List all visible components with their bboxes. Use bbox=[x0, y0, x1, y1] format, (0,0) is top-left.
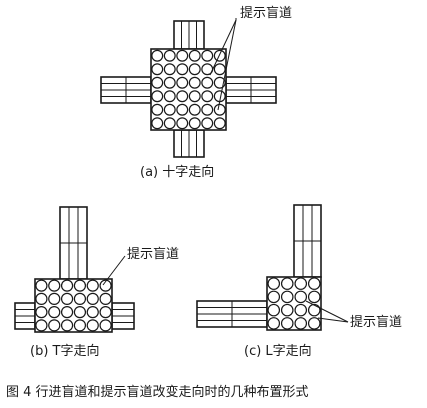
warning-dot bbox=[201, 76, 214, 89]
warning-dot bbox=[163, 49, 176, 62]
warning-dot bbox=[188, 90, 201, 103]
warning-dot bbox=[151, 117, 164, 130]
warning-dot bbox=[188, 117, 201, 130]
warning-dot bbox=[48, 319, 61, 332]
annotation-label-b: 提示盲道 bbox=[127, 246, 179, 262]
annotation-label-a: 提示盲道 bbox=[240, 5, 292, 21]
figure-caption: 图 4 行进盲道和提示盲道改变走向时的几种布置形式 bbox=[6, 384, 309, 400]
warning-dot bbox=[213, 117, 226, 130]
guide-strip-left-arm bbox=[100, 76, 152, 104]
warning-dot bbox=[176, 103, 189, 116]
guide-strip-c-horizontal bbox=[196, 300, 268, 328]
guide-strip-bottom-arm bbox=[173, 129, 205, 158]
warning-dot bbox=[163, 63, 176, 76]
warning-dot bbox=[60, 306, 74, 319]
guide-strip-right-arm bbox=[225, 76, 277, 104]
warning-tile-b bbox=[34, 278, 113, 333]
warning-dot bbox=[294, 317, 308, 330]
warning-dot bbox=[73, 279, 87, 292]
warning-dot bbox=[294, 303, 308, 317]
warning-dot bbox=[280, 303, 294, 317]
warning-dot bbox=[73, 306, 87, 319]
warning-dot bbox=[201, 90, 214, 103]
warning-dot bbox=[60, 292, 74, 305]
warning-dot bbox=[176, 90, 189, 103]
warning-dot bbox=[201, 103, 214, 116]
warning-dot bbox=[280, 277, 294, 290]
warning-dot bbox=[86, 292, 99, 305]
diagram-t-shape: 提示盲道 (b) T字走向 bbox=[14, 206, 179, 359]
warning-dot bbox=[267, 317, 281, 330]
warning-dot bbox=[267, 277, 281, 290]
warning-dot bbox=[99, 279, 112, 292]
warning-dot bbox=[188, 76, 201, 89]
warning-dot bbox=[99, 319, 112, 332]
warning-dot bbox=[213, 49, 226, 62]
annotation-c: 提示盲道 bbox=[305, 300, 402, 330]
warning-dot bbox=[99, 306, 112, 319]
warning-dot bbox=[151, 90, 164, 103]
warning-dot bbox=[176, 117, 189, 130]
warning-dot bbox=[201, 117, 214, 130]
warning-dot bbox=[201, 49, 214, 62]
warning-dot bbox=[151, 103, 164, 116]
warning-dot bbox=[73, 319, 87, 332]
warning-dot bbox=[294, 277, 308, 290]
warning-dot bbox=[267, 290, 281, 304]
warning-dot bbox=[307, 290, 321, 304]
warning-dot bbox=[188, 103, 201, 116]
warning-dot bbox=[86, 306, 99, 319]
annotation-label-c: 提示盲道 bbox=[350, 314, 402, 330]
warning-dot bbox=[213, 63, 226, 76]
warning-dot bbox=[176, 49, 189, 62]
guide-strip-b-left bbox=[14, 302, 36, 330]
warning-dot bbox=[48, 292, 61, 305]
warning-dot bbox=[99, 292, 112, 305]
guide-strip-b-vertical bbox=[59, 206, 88, 280]
warning-dot bbox=[188, 49, 201, 62]
warning-dot bbox=[35, 319, 48, 332]
warning-dot bbox=[163, 103, 176, 116]
guide-strip-top-arm bbox=[173, 20, 205, 50]
warning-dot bbox=[163, 117, 176, 130]
warning-dot bbox=[60, 279, 74, 292]
diagram-l-shape: 提示盲道 (c) L字走向 bbox=[196, 204, 402, 359]
warning-tile-c bbox=[266, 276, 322, 331]
warning-tile-square bbox=[150, 48, 227, 131]
warning-dot bbox=[35, 306, 48, 319]
warning-dot bbox=[280, 317, 294, 330]
diagram-cross: 提示盲道 (a) 十字走向 bbox=[100, 5, 292, 180]
warning-dot bbox=[176, 76, 189, 89]
warning-dot bbox=[163, 76, 176, 89]
annotation-b: 提示盲道 bbox=[102, 246, 179, 286]
warning-dot bbox=[307, 317, 321, 330]
warning-dot bbox=[48, 279, 61, 292]
warning-dot bbox=[307, 277, 321, 290]
warning-dot bbox=[35, 279, 48, 292]
warning-dot bbox=[294, 290, 308, 304]
warning-dot bbox=[280, 290, 294, 304]
warning-dot bbox=[307, 303, 321, 317]
warning-dot bbox=[188, 63, 201, 76]
warning-dot bbox=[73, 292, 87, 305]
annotation-a: 提示盲道 bbox=[209, 5, 292, 111]
warning-dot bbox=[35, 292, 48, 305]
warning-dot bbox=[151, 76, 164, 89]
warning-dot bbox=[176, 63, 189, 76]
warning-dot bbox=[48, 306, 61, 319]
guide-strip-c-vertical bbox=[293, 204, 322, 278]
warning-dot bbox=[151, 49, 164, 62]
warning-dot bbox=[60, 319, 74, 332]
caption-c: (c) L字走向 bbox=[244, 343, 312, 359]
warning-dot bbox=[86, 279, 99, 292]
warning-dot bbox=[151, 63, 164, 76]
caption-a: (a) 十字走向 bbox=[140, 164, 214, 180]
guide-strip-b-right bbox=[111, 302, 135, 330]
warning-dot bbox=[86, 319, 99, 332]
warning-dot bbox=[163, 90, 176, 103]
caption-b: (b) T字走向 bbox=[30, 343, 99, 359]
warning-dot bbox=[267, 303, 281, 317]
warning-dot bbox=[213, 103, 226, 116]
